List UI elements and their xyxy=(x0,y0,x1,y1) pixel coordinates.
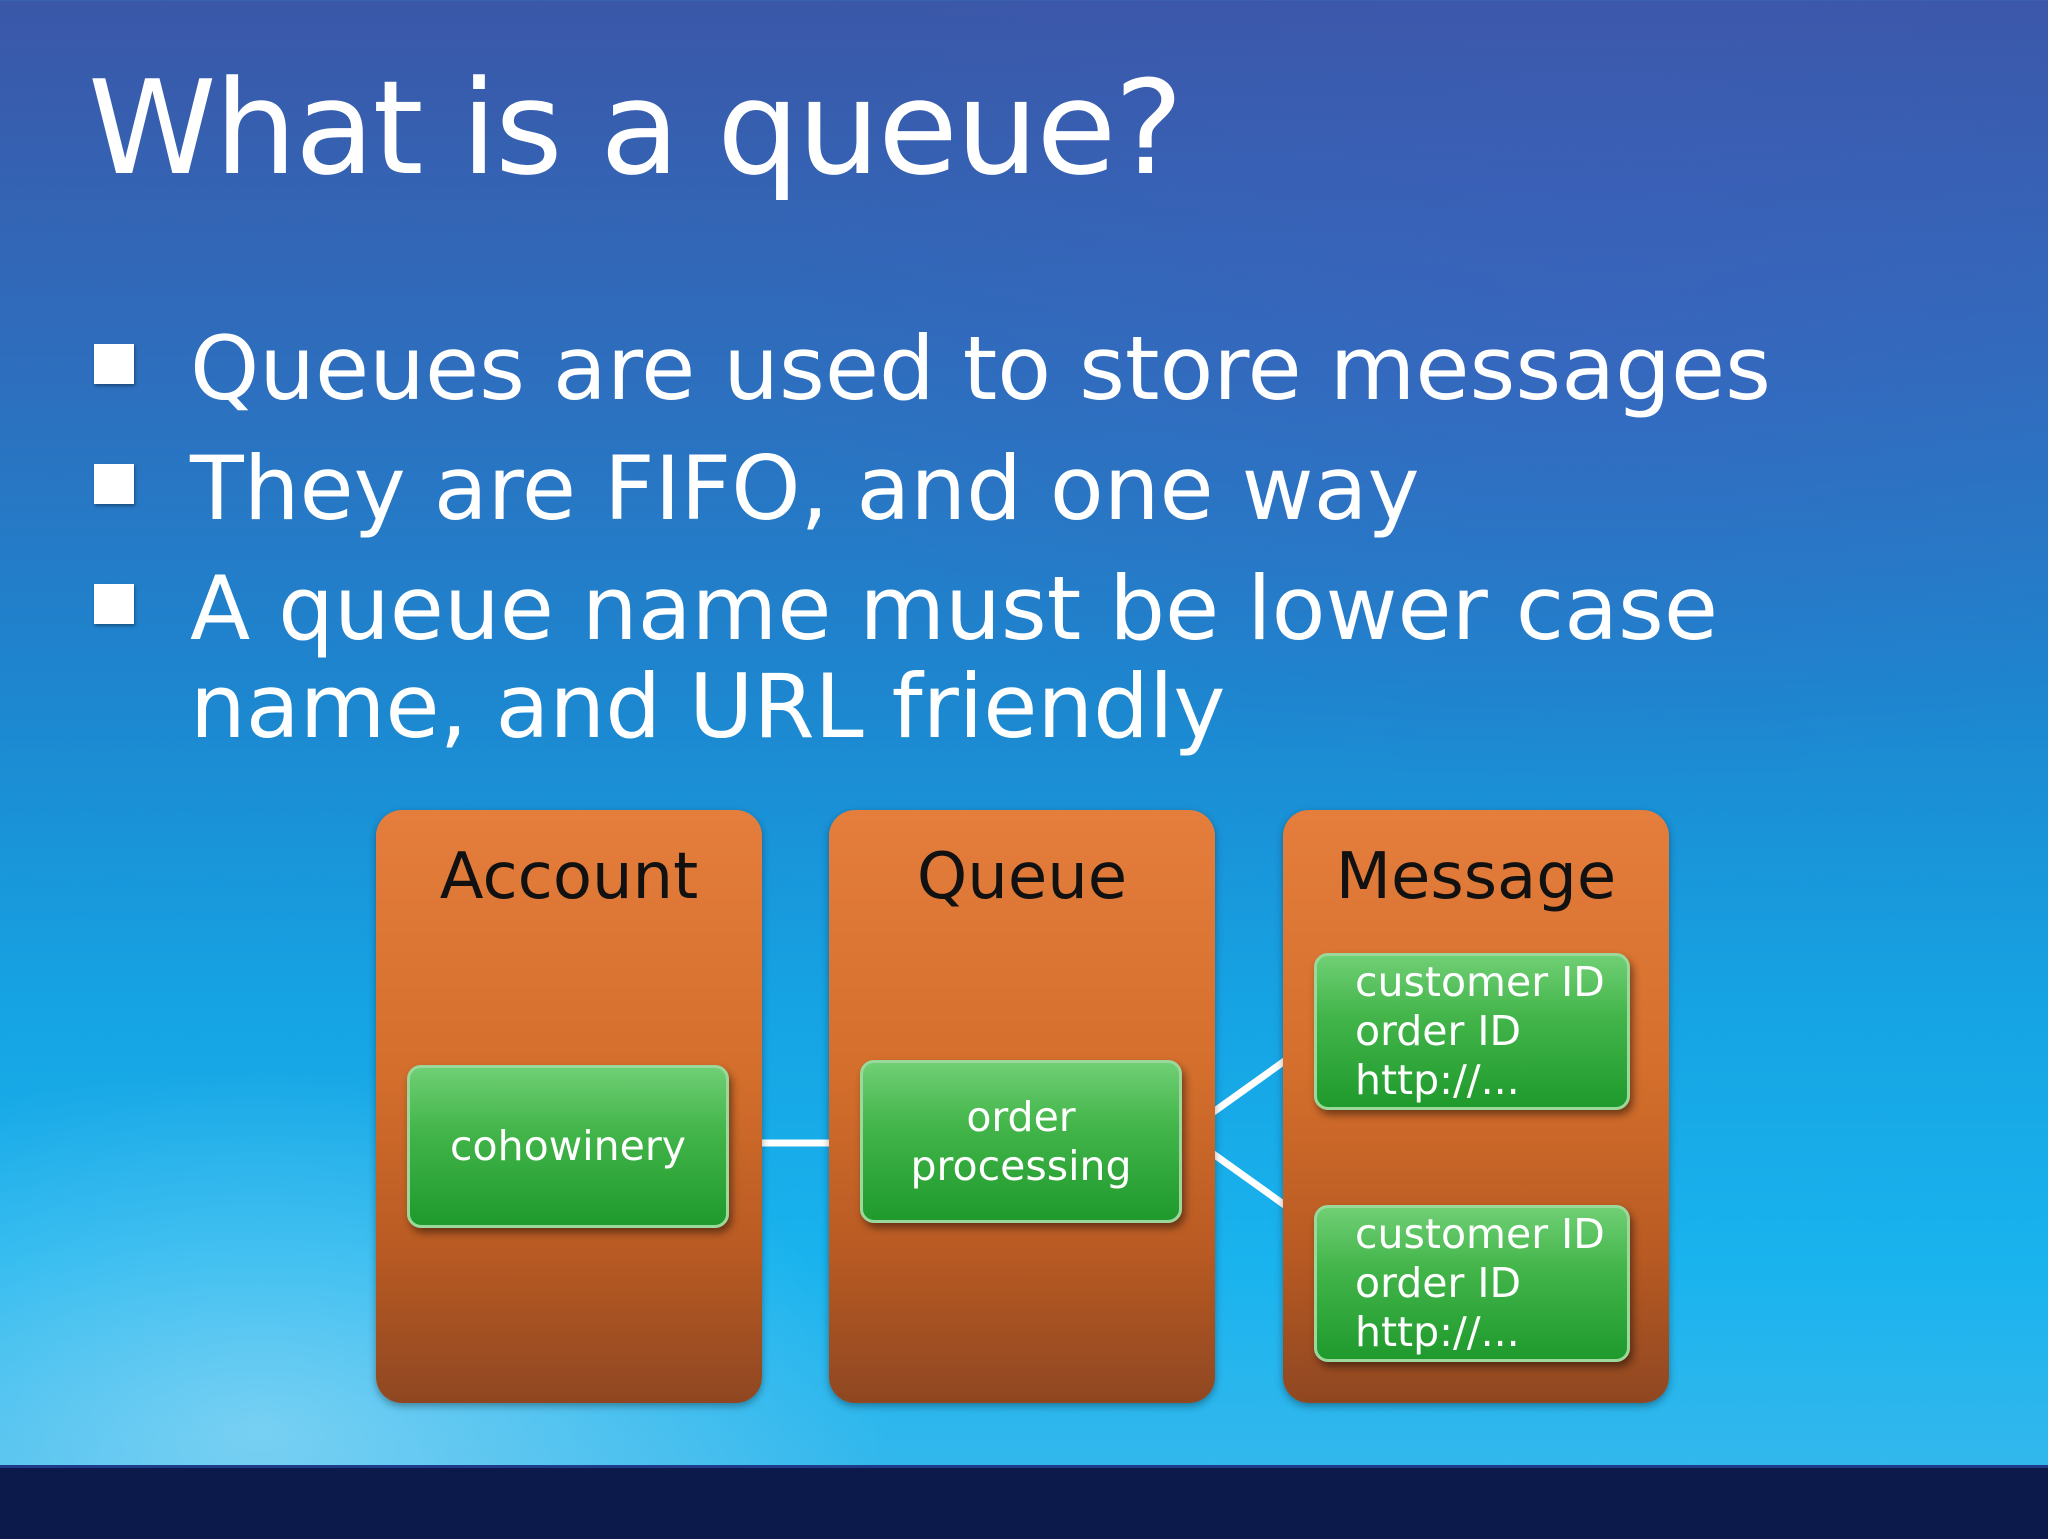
panel-queue: Queue order processing xyxy=(829,810,1215,1403)
bullet-square-icon xyxy=(94,344,134,384)
panel-title: Account xyxy=(439,840,699,914)
bullet-item: Queues are used to store messages xyxy=(90,320,1990,418)
bullet-text: They are FIFO, and one way xyxy=(190,437,1420,540)
bullet-list: Queues are used to store messages They a… xyxy=(90,320,1990,778)
message-node: customer ID order ID http://... xyxy=(1314,953,1630,1110)
node-label: customer ID order ID http://... xyxy=(1355,958,1605,1104)
node-label: customer ID order ID http://... xyxy=(1355,1210,1605,1356)
bullet-item: A queue name must be lower case name, an… xyxy=(90,560,1990,756)
slide-title: What is a queue? xyxy=(88,52,1183,204)
bullet-text: Queues are used to store messages xyxy=(190,317,1771,420)
panel-title: Message xyxy=(1335,840,1617,914)
bullet-item: They are FIFO, and one way xyxy=(90,440,1990,538)
queue-node: order processing xyxy=(860,1060,1182,1223)
bullet-text: A queue name must be lower case name, an… xyxy=(190,557,1719,758)
panel-message: Message customer ID order ID http://... … xyxy=(1283,810,1669,1403)
node-label: order processing xyxy=(910,1092,1132,1190)
message-node: customer ID order ID http://... xyxy=(1314,1205,1630,1362)
bullet-square-icon xyxy=(94,464,134,504)
footer-bar xyxy=(0,1465,2048,1539)
bullet-square-icon xyxy=(94,584,134,624)
panel-title: Queue xyxy=(916,840,1128,914)
node-label: cohowinery xyxy=(450,1122,686,1170)
account-node: cohowinery xyxy=(407,1065,729,1228)
panel-account: Account cohowinery xyxy=(376,810,762,1403)
